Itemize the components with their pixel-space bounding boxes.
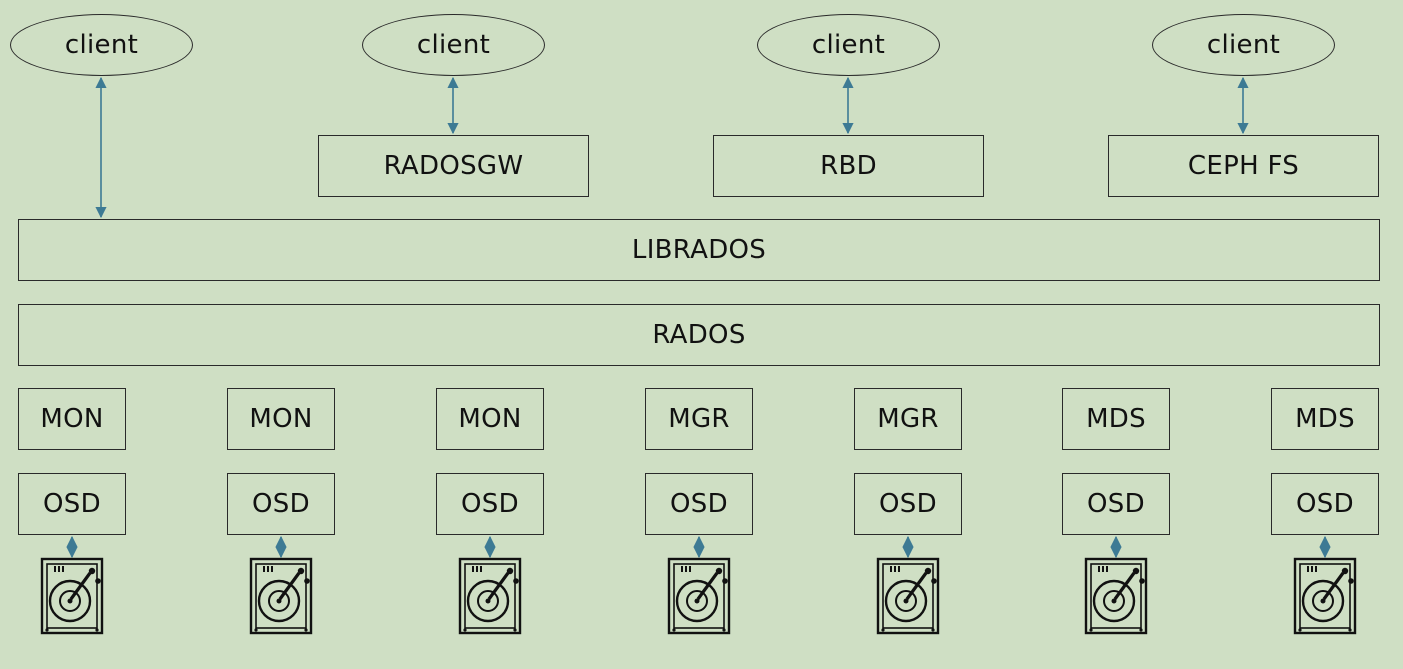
osd-box-6: OSD xyxy=(1062,473,1170,535)
osd-box-1: OSD xyxy=(18,473,126,535)
hard-disk-icon xyxy=(1293,557,1357,635)
daemon-box-mds-7: MDS xyxy=(1271,388,1379,450)
librados-layer: LIBRADOS xyxy=(18,219,1380,281)
hard-disk-icon xyxy=(458,557,522,635)
radosgw-box: RADOSGW xyxy=(318,135,589,197)
client-ellipse-3: client xyxy=(757,14,940,76)
client-ellipse-4: client xyxy=(1152,14,1335,76)
daemon-box-mgr-4: MGR xyxy=(645,388,753,450)
hard-disk-icon xyxy=(667,557,731,635)
hard-disk-icon xyxy=(40,557,104,635)
osd-box-2: OSD xyxy=(227,473,335,535)
osd-box-4: OSD xyxy=(645,473,753,535)
daemon-box-mon-2: MON xyxy=(227,388,335,450)
osd-box-3: OSD xyxy=(436,473,544,535)
cephfs-box: CEPH FS xyxy=(1108,135,1379,197)
rados-layer: RADOS xyxy=(18,304,1380,366)
daemon-box-mds-6: MDS xyxy=(1062,388,1170,450)
client-ellipse-1: client xyxy=(10,14,193,76)
hard-disk-icon xyxy=(1084,557,1148,635)
client-ellipse-2: client xyxy=(362,14,545,76)
rbd-box: RBD xyxy=(713,135,984,197)
hard-disk-icon xyxy=(249,557,313,635)
daemon-box-mgr-5: MGR xyxy=(854,388,962,450)
osd-box-7: OSD xyxy=(1271,473,1379,535)
daemon-box-mon-3: MON xyxy=(436,388,544,450)
hard-disk-icon xyxy=(876,557,940,635)
osd-box-5: OSD xyxy=(854,473,962,535)
daemon-box-mon-1: MON xyxy=(18,388,126,450)
